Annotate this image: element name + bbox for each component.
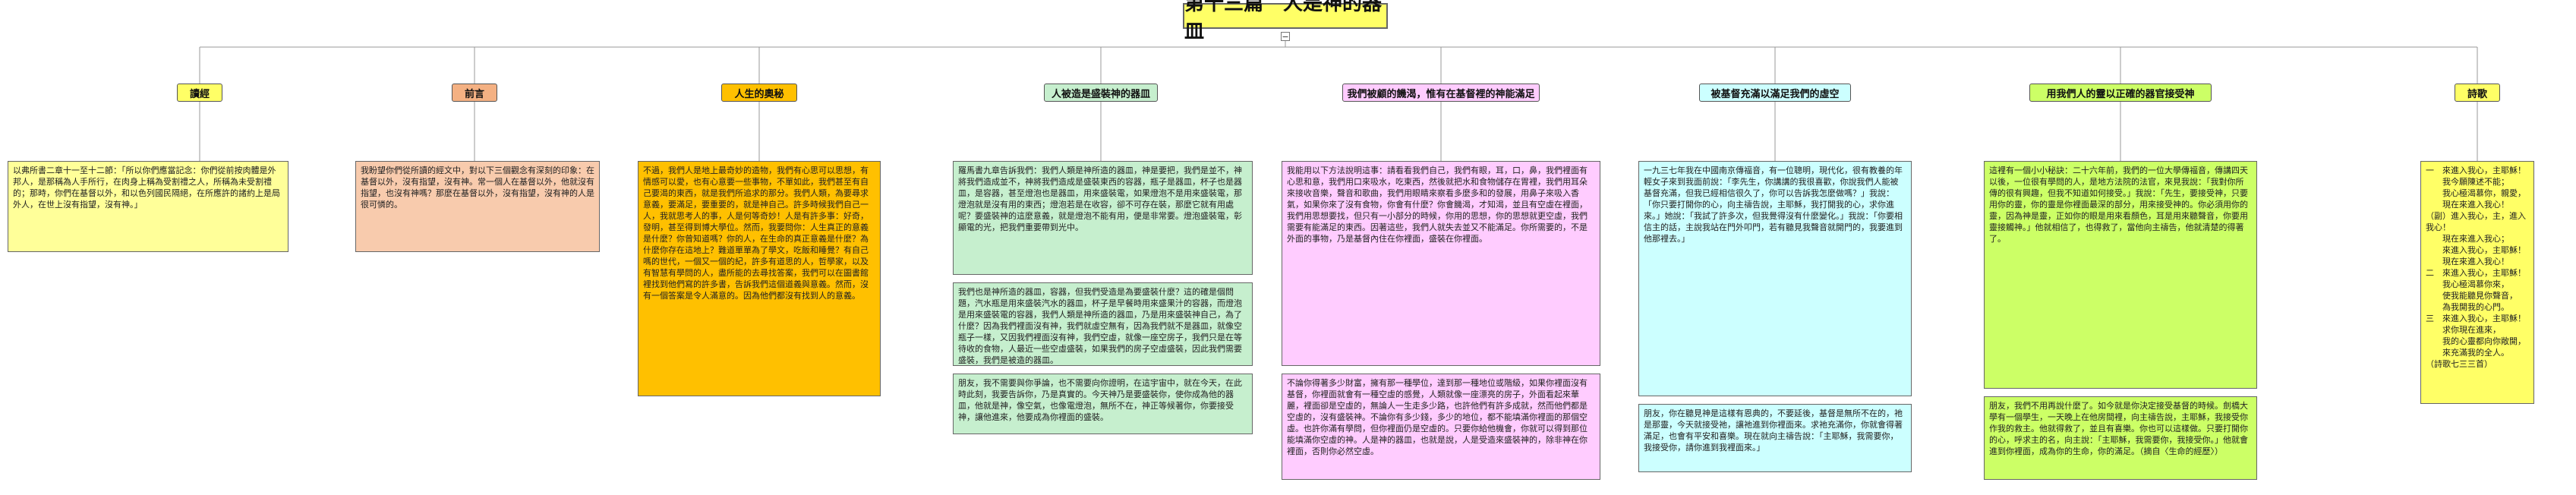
hymn-line: 我心極渴慕你來， (2426, 279, 2509, 289)
hymn-line: 現在來進入我心！ (2426, 200, 2509, 210)
node-vessel-of-god[interactable]: 人被造是盛裝神的器皿 (1044, 84, 1158, 102)
text-vessel-1: 羅馬書九章告訴我們：我們人類是神所造的器皿，神是要把，我們是並不，神將我們造成並… (953, 161, 1253, 275)
hymn-line: 我的心靈都向你敞開， (2426, 336, 2526, 346)
text-receive-1: 這裡有一個小小秘訣：二十六年前，我們的一位大學傳福音，傳講四天以後，一位很有學問… (1984, 161, 2257, 389)
node-mystery-of-life[interactable]: 人生的奧秘 (721, 84, 797, 102)
text-vessel-2: 我們也是神所造的器皿，容器，但我們受造是為要盛裝什麼？這的確是個問題，汽水瓶是用… (953, 282, 1253, 366)
text-hymn: 一 來進入我心，主耶穌！ 我今願陳述不能； 我心極渴慕你，親愛， 現在來進入我心… (2420, 161, 2534, 404)
text-filled-2: 朋友，你在聽見神是這樣有恩典的，不要延後，基督是無所不在的，祂是那靈，今天就接受… (1638, 404, 1912, 472)
hymn-line: 我今願陳述不能； (2426, 177, 2509, 187)
page-title: 第十三篇 人是神的器皿 (1183, 0, 1388, 43)
text-vessel-3: 朋友，我不需要與你爭論，也不需要向你證明，在這宇宙中，就在今天，在此時此刻，我要… (953, 374, 1253, 434)
hymn-line: 為我開我的心門。 (2426, 302, 2509, 312)
text-preface: 我盼望你們從所讀的經文中，對以下三個觀念有深刻的印象：在基督以外，沒有指望，沒有… (355, 161, 600, 252)
text-receive-2: 朋友，我們不用再說什麼了。如今就是你決定接受基督的時候。劍橋大學有一個學生，一天… (1984, 396, 2257, 480)
hymn-line: 二 來進入我心，主耶穌！ (2426, 268, 2526, 278)
text-hunger-1: 我能用以下方法說明這事：請看看我們自己，我們有眼，耳，口，鼻，我們裡面有心思和意… (1282, 161, 1600, 366)
node-receive-with-spirit[interactable]: 用我們人的靈以正確的器官接受神 (2029, 84, 2212, 102)
hymn-line: 使我能聽見你聲音， (2426, 291, 2518, 301)
node-preface[interactable]: 前言 (452, 84, 497, 102)
hymn-line: 求你現在進來， (2426, 325, 2501, 335)
text-mystery-of-life: 不過，我們人是地上最奇妙的造物，我們有心思可以思想，有情感可以愛，也有心意要一些… (638, 161, 881, 396)
hymn-line: 我心極渴慕你，親愛， (2426, 188, 2526, 198)
collapse-toggle-root[interactable]: − (1281, 32, 1290, 42)
text-reading: 以弗所書二章十一至十二節：「所以你們應當記念：你們從前按肉體是外邦人，是那稱為人… (8, 161, 288, 252)
hymn-line: 三 來進入我心，主耶穌！ (2426, 314, 2526, 323)
hymn-line: 現在來進入我心； (2426, 234, 2509, 244)
hymn-line: （詩歌七三三首） (2426, 359, 2492, 369)
hymn-line: （副）進入我心，主，進入我心！ (2426, 211, 2526, 232)
text-hunger-2: 不論你得著多少財富，擁有那一種學位，達到那一種地位或階級，如果你裡面沒有基督，你… (1282, 374, 1600, 480)
hymn-line: 一 來進入我心，主耶穌！ (2426, 166, 2526, 175)
hymn-line: 現在來進入我心！ (2426, 257, 2509, 266)
hymn-line: 來充滿我的全人。 (2426, 348, 2509, 358)
node-hymn[interactable]: 詩歌 (2455, 84, 2500, 102)
node-hunger-satisfied[interactable]: 我們被顧的饑渴，惟有在基督裡的神能滿足 (1342, 84, 1540, 102)
text-filled-1: 一九三七年我在中國南京傳福音，有一位聰明，現代化，很有教養的年輕女子來到我面前說… (1638, 161, 1912, 396)
hymn-line: 來進入我心，主耶穌！ (2426, 245, 2526, 255)
node-filled-by-christ[interactable]: 被基督充滿以滿足我們的虛空 (1699, 84, 1851, 102)
node-reading[interactable]: 讀經 (177, 84, 222, 102)
